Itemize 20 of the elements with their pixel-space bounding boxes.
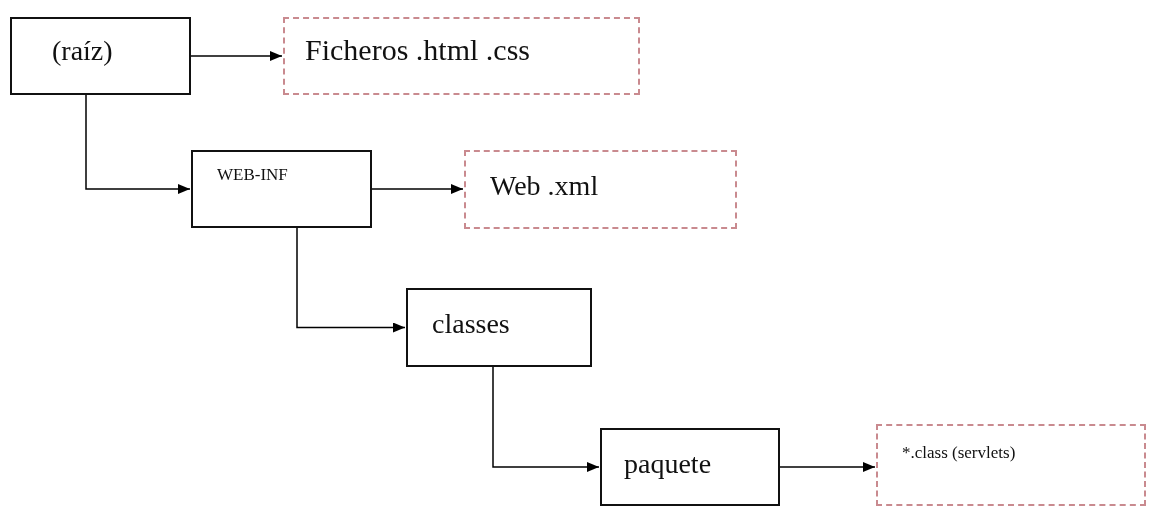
dashed-file-box — [283, 17, 640, 95]
folder-box — [191, 150, 372, 228]
arrow — [190, 51, 283, 61]
folder-box — [600, 428, 780, 506]
folder-box — [10, 17, 191, 95]
arrow — [492, 366, 600, 472]
box-label: WEB-INF — [217, 164, 288, 186]
box-label: *.class (servlets) — [902, 442, 1016, 464]
box-label: Web .xml — [490, 169, 599, 203]
arrow — [85, 94, 191, 194]
box-label: Ficheros .html .css — [305, 32, 530, 68]
box-label: classes — [432, 307, 510, 341]
arrow — [779, 462, 876, 472]
arrow — [371, 184, 464, 194]
folder-box — [406, 288, 592, 367]
box-label: paquete — [624, 447, 712, 481]
box-label: (raíz) — [52, 34, 113, 68]
dashed-file-box — [464, 150, 737, 229]
arrow — [296, 227, 406, 333]
dashed-file-box — [876, 424, 1146, 506]
